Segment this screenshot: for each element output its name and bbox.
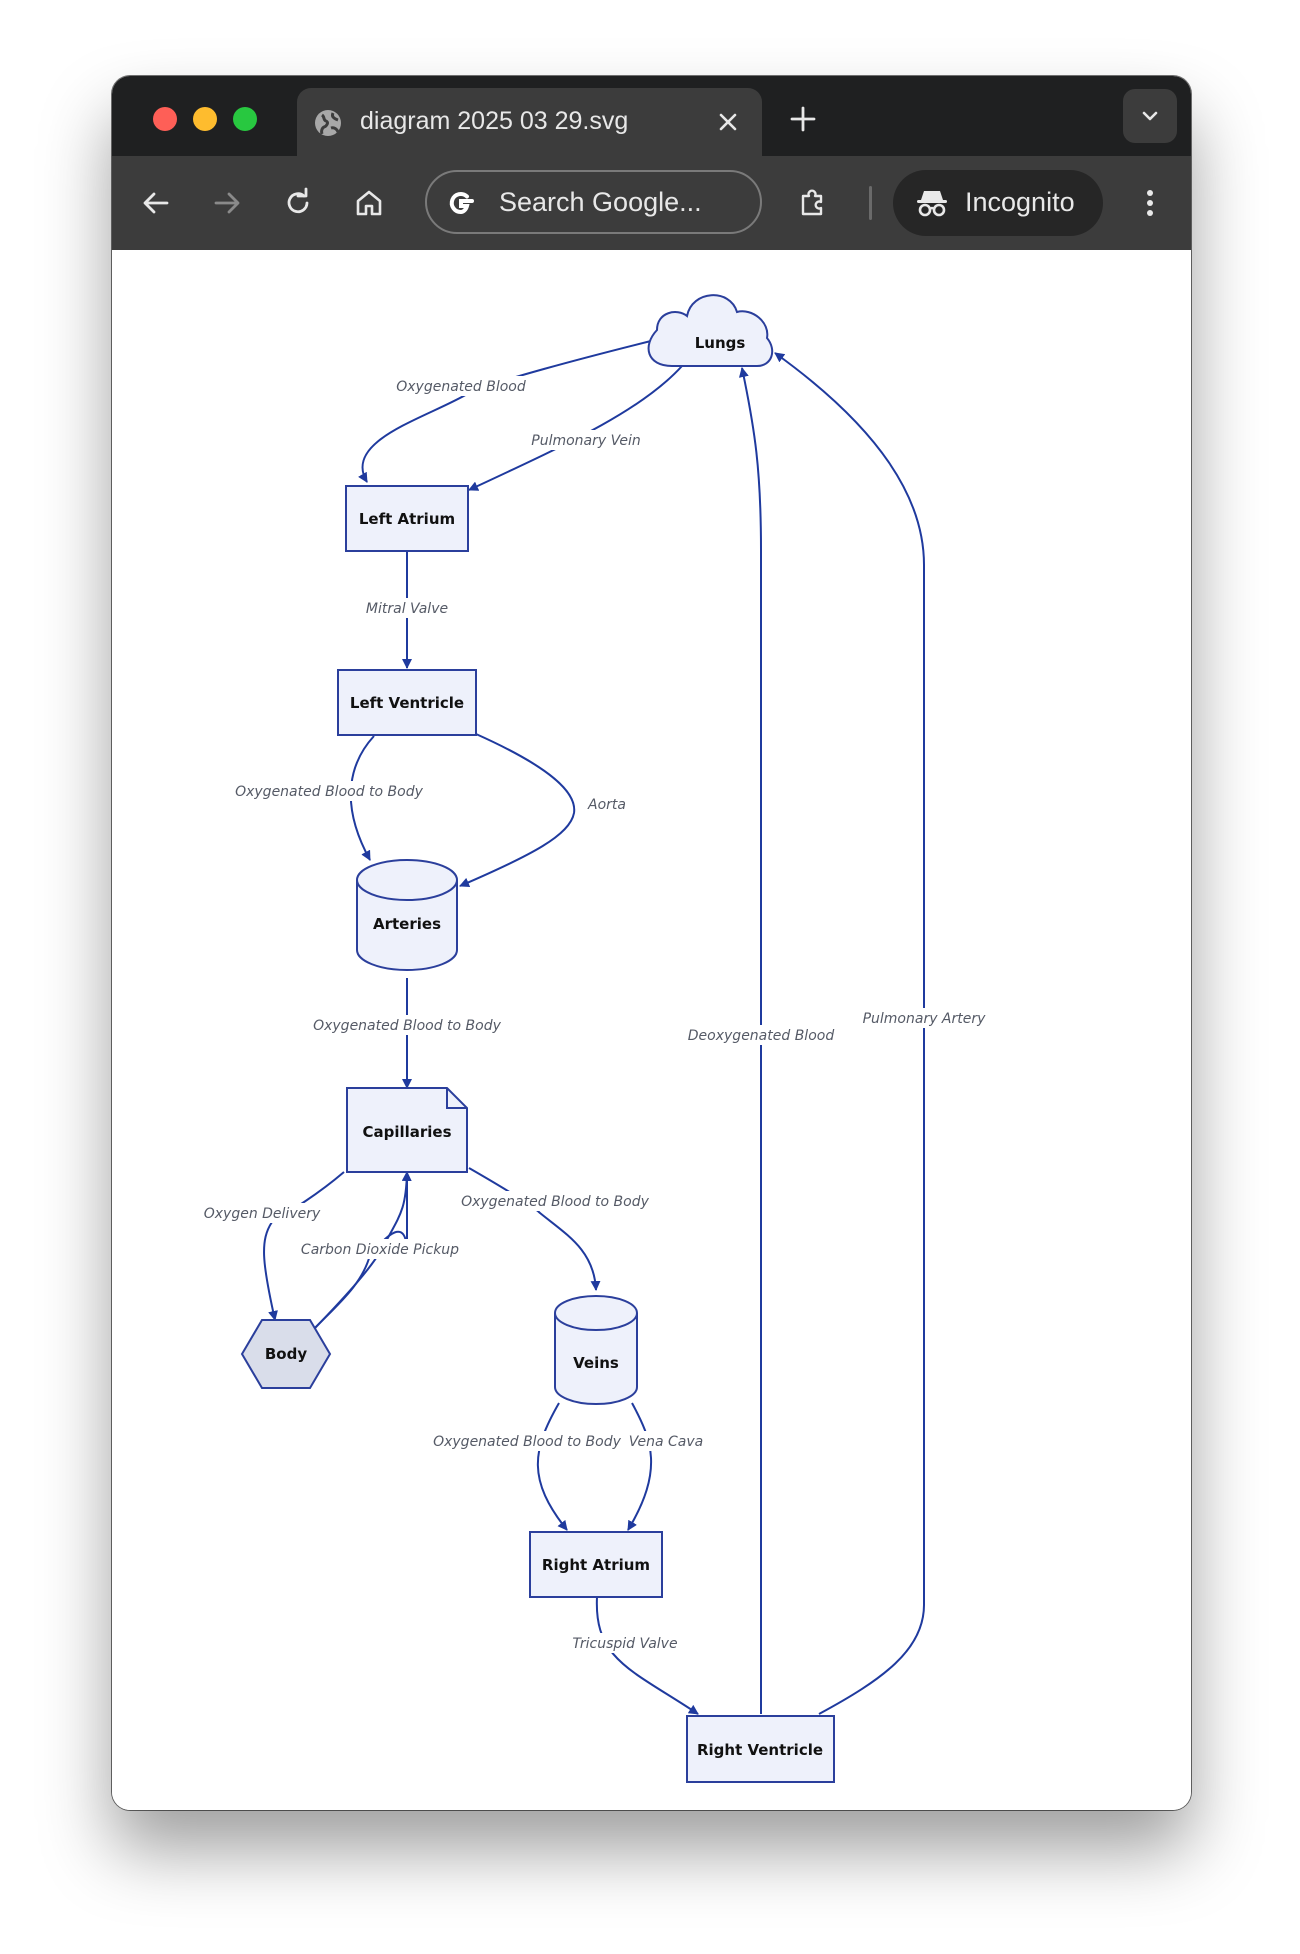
edge-pulmonary-artery bbox=[774, 352, 925, 1715]
edge-label-tricuspid-valve: Tricuspid Valve bbox=[572, 1636, 677, 1652]
edge-label-vena-cava: Vena Cava bbox=[629, 1434, 704, 1450]
edge-label-pulmonary-artery: Pulmonary Artery bbox=[863, 1011, 987, 1027]
address-bar[interactable]: Search Google... bbox=[425, 170, 762, 234]
extensions-puzzle-icon[interactable] bbox=[796, 186, 830, 220]
node-right-ventricle[interactable]: Right Ventricle bbox=[686, 1715, 835, 1783]
edge-label-pulmonary-vein: Pulmonary Vein bbox=[531, 433, 640, 449]
edge-lungs-left-atrium-oxygenated bbox=[358, 336, 668, 483]
page-content: Lungs Left Atrium Left Ventricle Arterie… bbox=[112, 250, 1191, 1810]
edge-label-capillaries-veins: Oxygenated Blood to Body bbox=[461, 1194, 650, 1210]
edge-label-oxygen-delivery: Oxygen Delivery bbox=[204, 1206, 321, 1222]
incognito-label: Incognito bbox=[965, 187, 1075, 217]
node-lungs[interactable]: Lungs bbox=[647, 294, 774, 367]
new-tab-icon[interactable] bbox=[788, 104, 818, 134]
edge-aorta bbox=[459, 733, 576, 888]
node-label-right-atrium: Right Atrium bbox=[542, 1556, 650, 1574]
browser-window: diagram 2025 03 29.svg bbox=[112, 76, 1191, 1810]
incognito-icon bbox=[917, 191, 947, 217]
edge-label-carbon-dioxide-pickup: Carbon Dioxide Pickup bbox=[301, 1242, 459, 1258]
node-label-left-atrium: Left Atrium bbox=[359, 510, 455, 528]
globe-icon bbox=[315, 110, 341, 136]
node-right-atrium[interactable]: Right Atrium bbox=[529, 1531, 663, 1598]
node-body[interactable]: Body bbox=[240, 1319, 332, 1389]
active-tab[interactable]: diagram 2025 03 29.svg bbox=[297, 88, 762, 156]
tab-bar: diagram 2025 03 29.svg bbox=[112, 76, 1191, 156]
edge-capillaries-veins bbox=[468, 1167, 601, 1291]
tab-search-button[interactable] bbox=[1123, 89, 1177, 143]
node-label-left-ventricle: Left Ventricle bbox=[350, 694, 464, 712]
flow-diagram: Lungs Left Atrium Left Ventricle Arterie… bbox=[204, 294, 994, 1783]
toolbar-separator bbox=[869, 186, 872, 220]
node-label-body: Body bbox=[265, 1345, 307, 1363]
edge-pulmonary-vein bbox=[468, 365, 683, 491]
reload-icon[interactable] bbox=[281, 186, 315, 220]
google-g-icon bbox=[449, 192, 474, 215]
edge-label-veins-right-atrium: Oxygenated Blood to Body bbox=[433, 1434, 622, 1450]
back-arrow-icon[interactable] bbox=[139, 186, 173, 220]
node-capillaries[interactable]: Capillaries bbox=[346, 1087, 468, 1173]
chevron-down-icon bbox=[1142, 111, 1158, 121]
forward-arrow-icon[interactable] bbox=[210, 186, 244, 220]
close-tab-icon[interactable] bbox=[715, 109, 741, 135]
node-label-lungs: Lungs bbox=[695, 334, 746, 352]
node-label-veins: Veins bbox=[573, 1354, 619, 1372]
edge-label-lv-arteries: Oxygenated Blood to Body bbox=[235, 784, 424, 800]
edge-label-oxygenated-blood: Oxygenated Blood bbox=[396, 379, 526, 395]
maximize-window-button[interactable] bbox=[233, 107, 257, 131]
node-left-ventricle[interactable]: Left Ventricle bbox=[337, 669, 477, 736]
node-label-capillaries: Capillaries bbox=[362, 1123, 451, 1141]
edge-tricuspid bbox=[595, 1596, 699, 1715]
edge-label-mitral-valve: Mitral Valve bbox=[366, 601, 448, 617]
edge-deoxygenated bbox=[738, 367, 762, 1714]
more-menu-icon[interactable] bbox=[1133, 186, 1167, 220]
node-veins[interactable]: Veins bbox=[554, 1295, 638, 1405]
search-input[interactable]: Search Google... bbox=[499, 187, 702, 217]
tab-title: diagram 2025 03 29.svg bbox=[360, 107, 629, 135]
edge-label-deoxygenated-blood: Deoxygenated Blood bbox=[688, 1028, 835, 1044]
incognito-button[interactable]: Incognito bbox=[893, 170, 1103, 236]
node-left-atrium[interactable]: Left Atrium bbox=[345, 485, 469, 552]
minimize-window-button[interactable] bbox=[193, 107, 217, 131]
edge-vena-cava bbox=[627, 1402, 653, 1531]
node-arteries[interactable]: Arteries bbox=[356, 859, 458, 971]
edge-veins-ra-oxygenated bbox=[536, 1402, 568, 1531]
toolbar: Search Google... Incognito bbox=[112, 156, 1191, 250]
edge-label-aorta: Aorta bbox=[587, 797, 626, 813]
home-icon[interactable] bbox=[352, 186, 386, 220]
close-window-button[interactable] bbox=[153, 107, 177, 131]
edge-label-arteries-capillaries: Oxygenated Blood to Body bbox=[313, 1018, 502, 1034]
node-label-right-ventricle: Right Ventricle bbox=[697, 1741, 823, 1759]
node-label-arteries: Arteries bbox=[373, 915, 441, 933]
